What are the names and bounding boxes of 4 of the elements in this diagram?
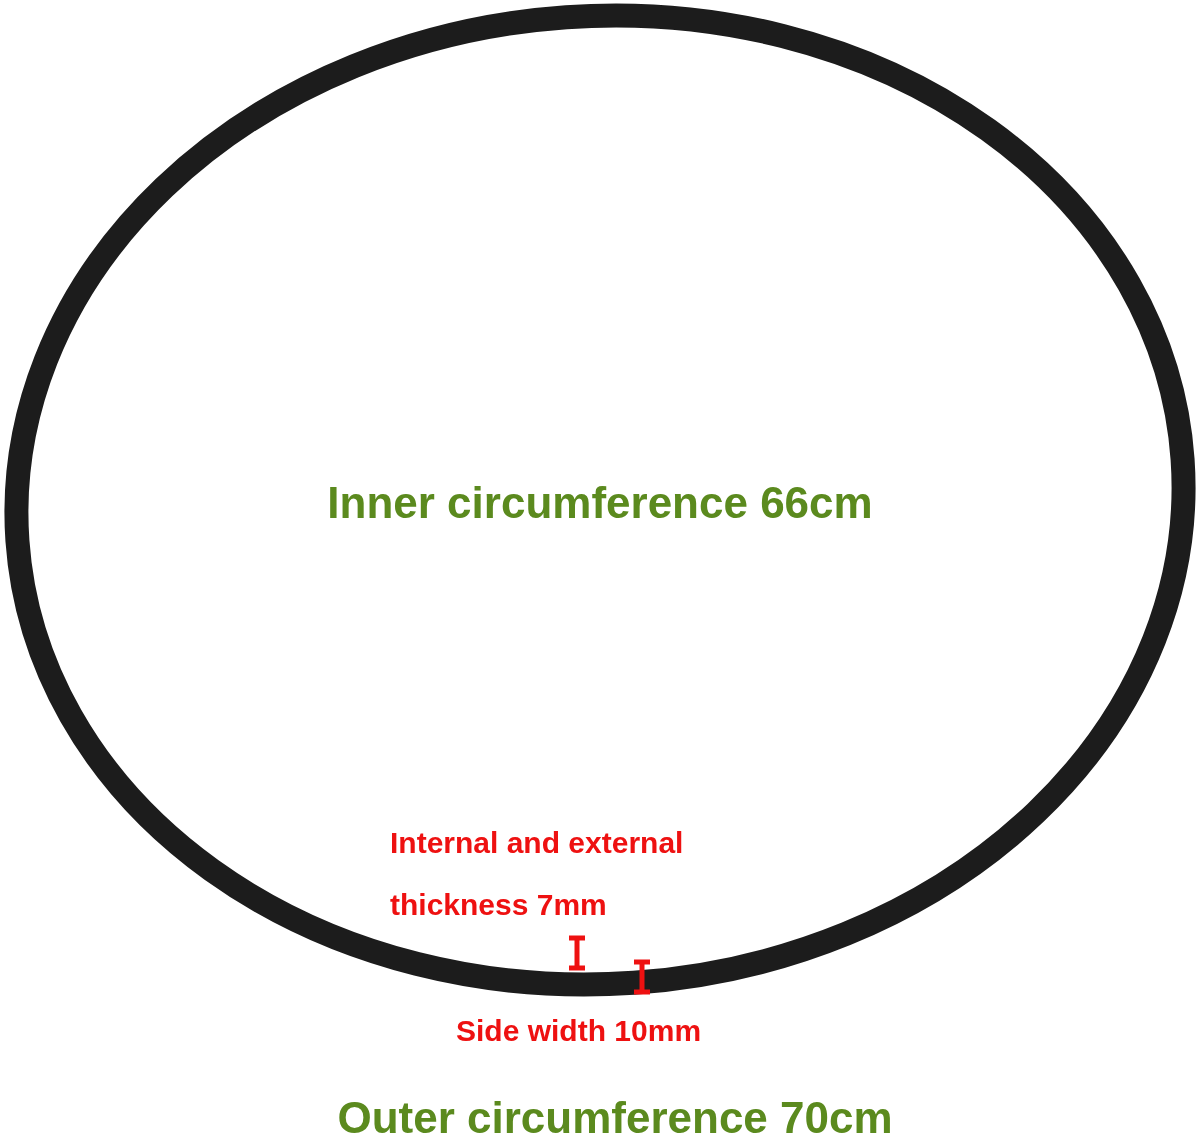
dimension-label: Internal and external thickness 7mm — [390, 825, 685, 923]
dimension-label: Inner circumference 66cm — [326, 477, 874, 529]
dimension-label: Outer circumference 70cm — [336, 1092, 894, 1136]
dimension-label: Side width 10mm — [456, 1013, 703, 1049]
